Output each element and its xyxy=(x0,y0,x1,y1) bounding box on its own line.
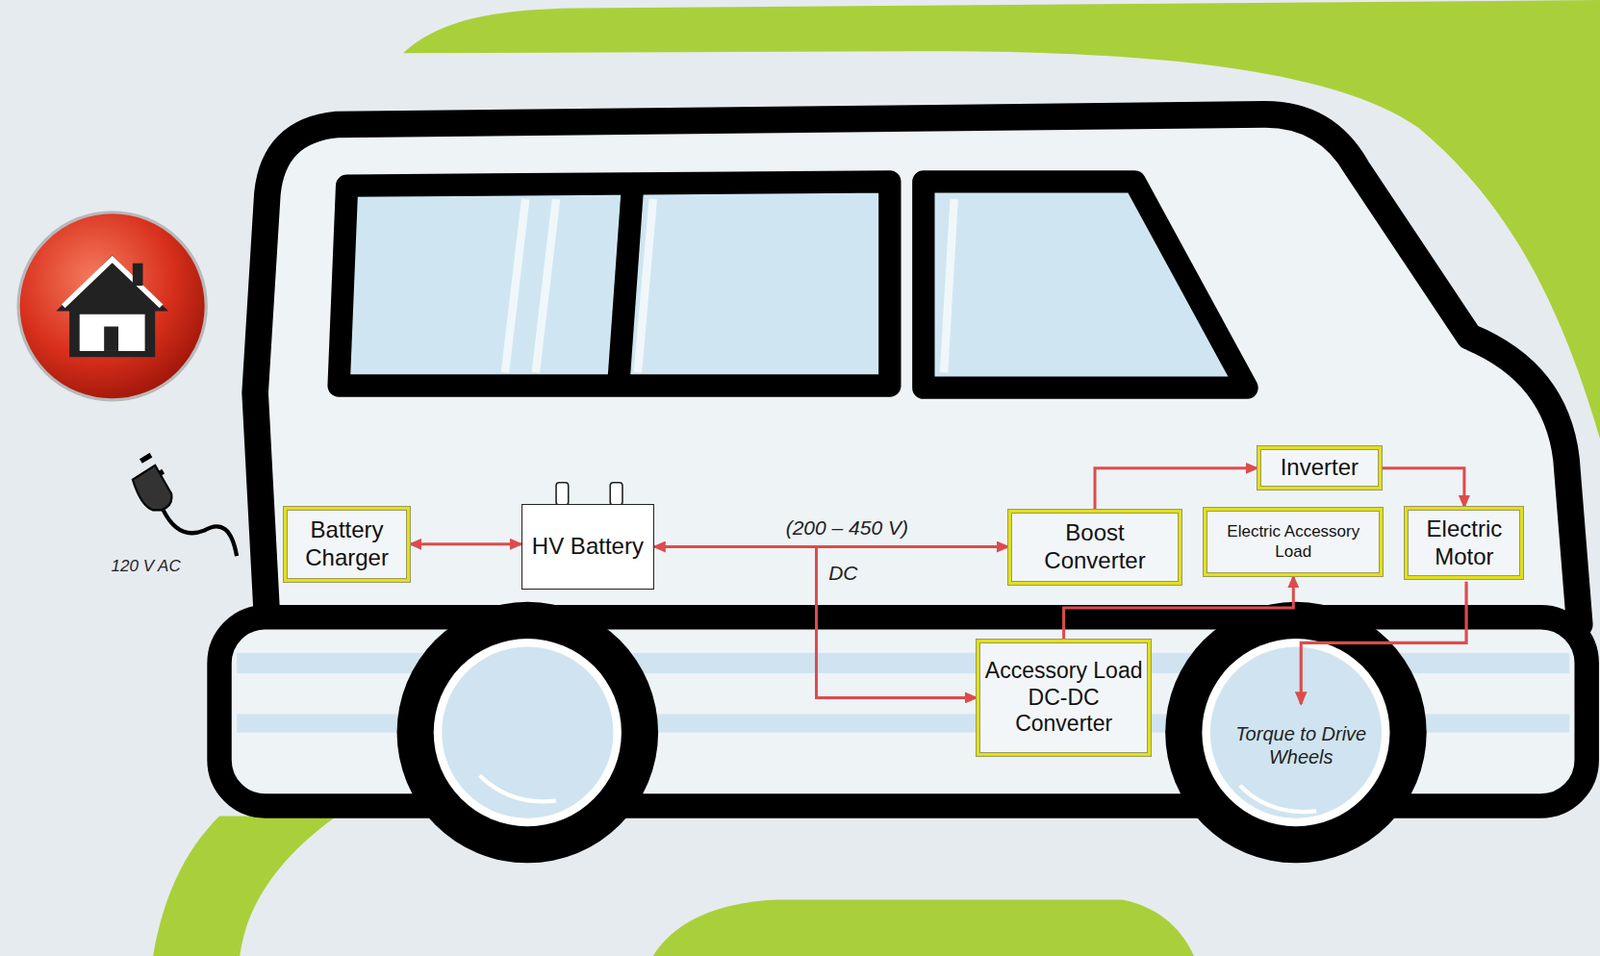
torque-arrow xyxy=(1300,582,1467,705)
component-box: Electric Accessory Load xyxy=(1203,507,1383,577)
component-box: Accessory Load DC-DC Converter xyxy=(976,639,1151,757)
house-roof xyxy=(63,259,162,307)
annotation-label: Torque to Drive Wheels xyxy=(1219,722,1383,769)
power-flow-arrow xyxy=(409,542,522,546)
battery-terminal xyxy=(556,482,569,506)
wheel xyxy=(397,602,660,864)
annotation-label: (200 – 450 V) xyxy=(755,515,940,540)
component-label: Boost Converter xyxy=(1015,519,1174,576)
component-label: HV Battery xyxy=(532,533,644,561)
green-swoosh xyxy=(653,900,1194,956)
component-box: Boost Converter xyxy=(1008,509,1182,585)
plug-body xyxy=(132,465,173,511)
power-flow-arrow xyxy=(1381,468,1465,508)
house-chimney xyxy=(132,263,144,286)
annotation-label: 120 V AC xyxy=(79,557,213,577)
component-box: Inverter xyxy=(1257,446,1382,490)
component-box: Electric Motor xyxy=(1404,507,1524,580)
component-label: Electric Motor xyxy=(1412,515,1516,572)
wheel-hub xyxy=(441,647,613,819)
power-flow-arrow xyxy=(1064,576,1295,640)
power-flow-arrow xyxy=(1094,468,1258,511)
power-flow-arrow xyxy=(654,547,977,699)
house-wall xyxy=(79,314,146,352)
hub-glare xyxy=(479,775,557,802)
component-label: Battery Charger xyxy=(291,516,404,573)
side-window xyxy=(338,181,890,386)
component-label: Inverter xyxy=(1280,454,1359,483)
van-body xyxy=(254,114,1580,625)
glass-glare xyxy=(505,199,955,373)
wheel-rim xyxy=(433,638,622,827)
annotation-label: DC xyxy=(828,560,880,585)
window-pillar xyxy=(618,185,634,386)
component-label: Electric Accessory Load xyxy=(1211,522,1375,562)
wheel-rim xyxy=(1201,638,1390,827)
house-door xyxy=(103,327,119,352)
component-label: Accessory Load DC-DC Converter xyxy=(984,658,1143,738)
home-icon xyxy=(18,212,206,401)
hub-glare xyxy=(1240,786,1318,813)
green-swoosh xyxy=(152,816,337,956)
battery-box: HV Battery xyxy=(521,504,655,590)
plug-cable xyxy=(163,509,237,557)
wheel xyxy=(1165,602,1427,864)
battery-terminal xyxy=(609,482,623,506)
component-box: Battery Charger xyxy=(283,507,411,582)
house-shape xyxy=(55,254,169,357)
front-window xyxy=(923,181,1247,388)
